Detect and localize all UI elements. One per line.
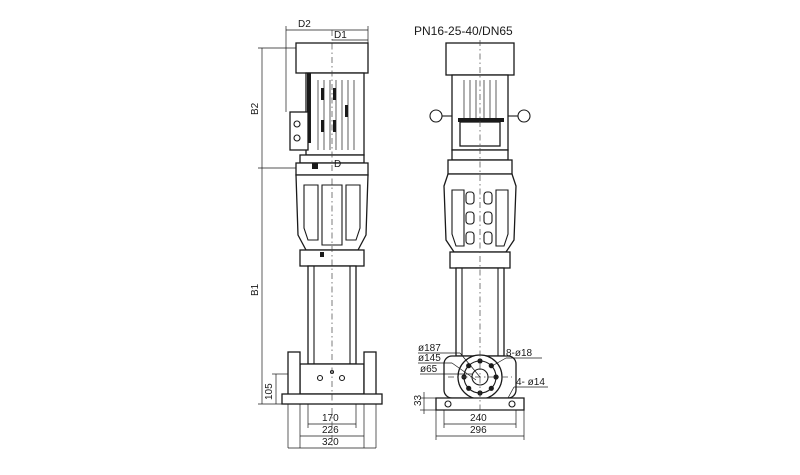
label-8-bolts: 8-ø18	[506, 348, 533, 359]
dim-296: 296	[470, 425, 487, 436]
drawing-title: PN16-25-40/DN65	[414, 24, 513, 38]
dim-d2: D2	[298, 19, 311, 30]
motor-fins-front	[458, 80, 504, 122]
front-view: PN16-25-40/DN65	[414, 24, 531, 420]
pump-head-front	[443, 173, 517, 253]
dim-170: 170	[322, 413, 339, 424]
pump-head	[295, 174, 369, 251]
motor-cooling-fins	[317, 80, 355, 150]
lifting-eye-left	[429, 109, 443, 123]
label-phi65: ø65	[420, 364, 438, 375]
dim-d: D	[334, 159, 341, 170]
side-view	[281, 30, 383, 446]
terminal-box	[289, 111, 309, 151]
dim-105: 105	[264, 383, 275, 400]
front-dimensions: ø187 ø145 ø65 8-ø18 4- ø14 33 240 296	[413, 343, 548, 440]
label-phi145: ø145	[418, 353, 441, 364]
label-phi187: ø187	[418, 343, 441, 354]
dim-b2: B2	[250, 102, 261, 115]
dim-320: 320	[322, 437, 339, 448]
dim-d1: D1	[334, 30, 347, 41]
motor-seam	[307, 73, 311, 143]
outlet-flange	[363, 351, 377, 397]
head-ports	[465, 191, 493, 245]
dim-240: 240	[470, 413, 487, 424]
inlet-flange	[287, 351, 301, 397]
label-4-holes: 4- ø14	[516, 377, 545, 388]
dim-33: 33	[413, 394, 424, 406]
dim-b1: B1	[250, 283, 261, 296]
side-dimensions: D2 D1 D B2 B1 105 170 226 320	[250, 19, 377, 449]
lifting-eye-right	[517, 109, 531, 123]
dim-226: 226	[322, 425, 339, 436]
motor-body	[305, 72, 365, 156]
